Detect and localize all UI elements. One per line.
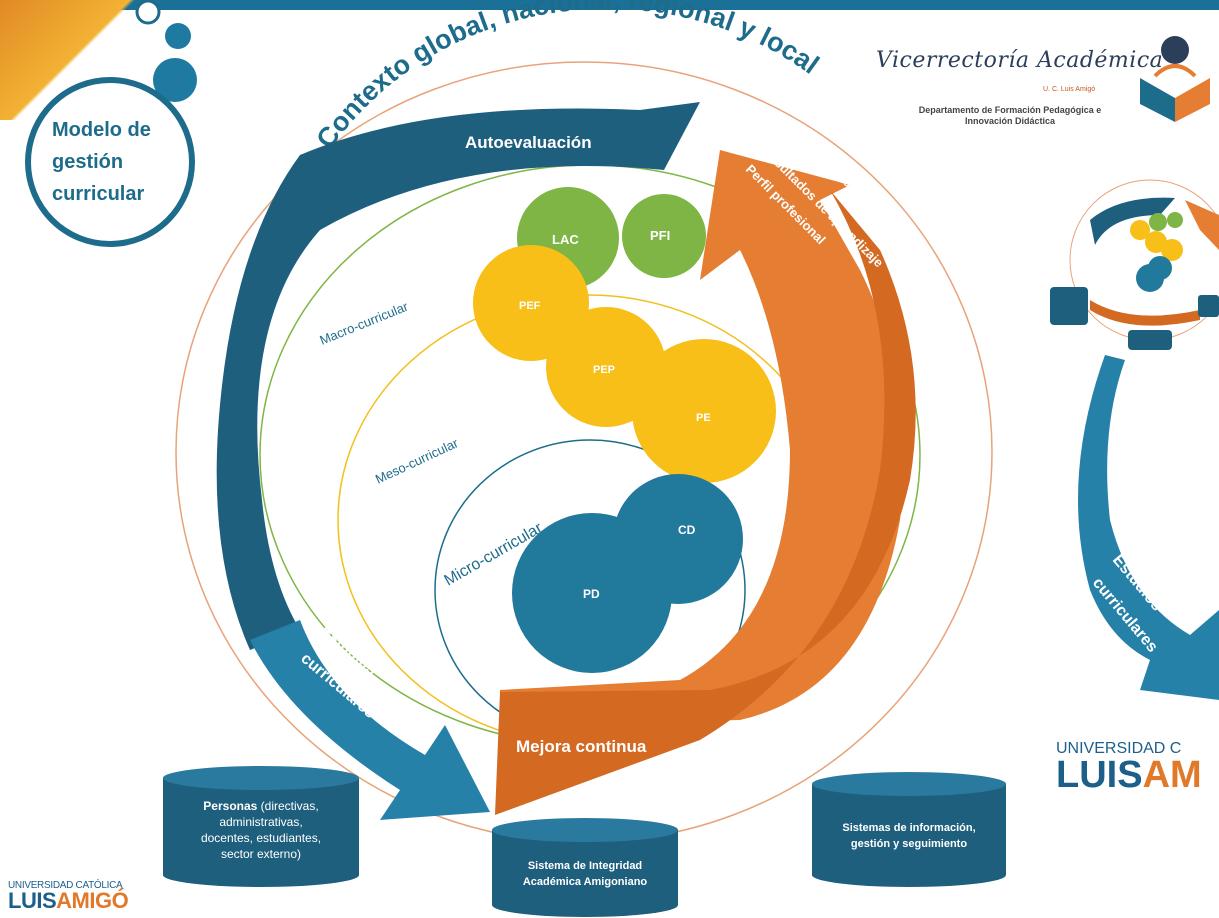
vicerrectoria-subtitle: U. C. Luis Amigó (1043, 86, 1096, 93)
sistemas-line-2: gestión y seguimiento (850, 838, 968, 850)
university-logo-right: UNIVERSIDAD C LUISAM (1056, 740, 1202, 794)
luis-text-small: LUIS (8, 888, 57, 913)
autoevaluacion-arrow (216, 102, 700, 650)
department-name: Departamento de Formación Pedagógica e I… (880, 105, 1140, 127)
integridad-line-1: Sistema de Integridad (527, 860, 643, 872)
mejora-continua-band (495, 190, 916, 815)
database-sistemas (812, 772, 1006, 887)
university-text-small: UNIVERSIDAD CATÓLICA (8, 880, 123, 891)
mejora-continua-arrow (500, 150, 904, 725)
pep-label: PEP (593, 364, 615, 376)
pe-label: PE (696, 412, 711, 424)
amigo-text-right: AM (1142, 754, 1202, 796)
pef-label: PEF (519, 300, 541, 312)
thumbnail-preview (1050, 179, 1219, 350)
sistemas-line-1: Sistemas de información, (842, 822, 976, 834)
pfi-label: PFI (650, 228, 670, 243)
integridad-line-2: Académica Amigoniano (522, 876, 648, 888)
macro-label: Macro-curricular (318, 298, 411, 347)
personas-line-2: administrativas, (219, 815, 303, 829)
department-line-2: Innovación Didáctica (964, 116, 1056, 126)
personas-line-3: docentes, estudiantes, (200, 831, 322, 845)
title-decoration (25, 0, 197, 247)
personas-bold: Personas (203, 799, 258, 813)
top-bar (0, 0, 1219, 10)
circle-pfi (622, 194, 706, 278)
estudios-curriculares-arrow (250, 620, 490, 820)
database-personas (163, 766, 359, 887)
integridad-label: Sistema de Integridad Académica Amigonia… (495, 858, 675, 890)
sistemas-label: Sistemas de información, gestión y segui… (816, 820, 1002, 852)
database-integridad (492, 818, 678, 917)
pd-label: PD (583, 587, 600, 601)
university-logo-small: UNIVERSIDAD CATÓLICA LUISAMIGÓ (8, 880, 129, 913)
book-logo-icon (1140, 36, 1210, 122)
cd-label: CD (678, 523, 696, 537)
amigo-text-small: AMIGÓ (56, 888, 129, 913)
personas-label: Personas (directivas, administrativas, d… (168, 798, 354, 862)
circle-pe (632, 339, 776, 483)
department-line-1: Departamento de Formación Pedagógica e (918, 105, 1102, 115)
title-line-2: gestión (52, 151, 123, 173)
circle-pd (512, 513, 672, 673)
personas-line-4: sector externo) (220, 847, 302, 861)
right-estudios-arrow (1078, 355, 1219, 700)
luis-text-right: LUIS (1056, 754, 1143, 796)
vicerrectoria-title: Vicerrectoría Académica (876, 48, 1164, 73)
meso-label: Meso-curricular (373, 435, 461, 487)
lac-label: LAC (552, 232, 579, 247)
university-text-right: UNIVERSIDAD C (1056, 740, 1182, 757)
title-line-1: Modelo de (52, 119, 151, 141)
mejora-continua-label: Mejora continua (516, 737, 647, 756)
autoevaluacion-label: Autoevaluación (465, 133, 592, 152)
title-line-3: curricular (52, 183, 144, 205)
personas-rest: (directivas, (257, 799, 319, 813)
